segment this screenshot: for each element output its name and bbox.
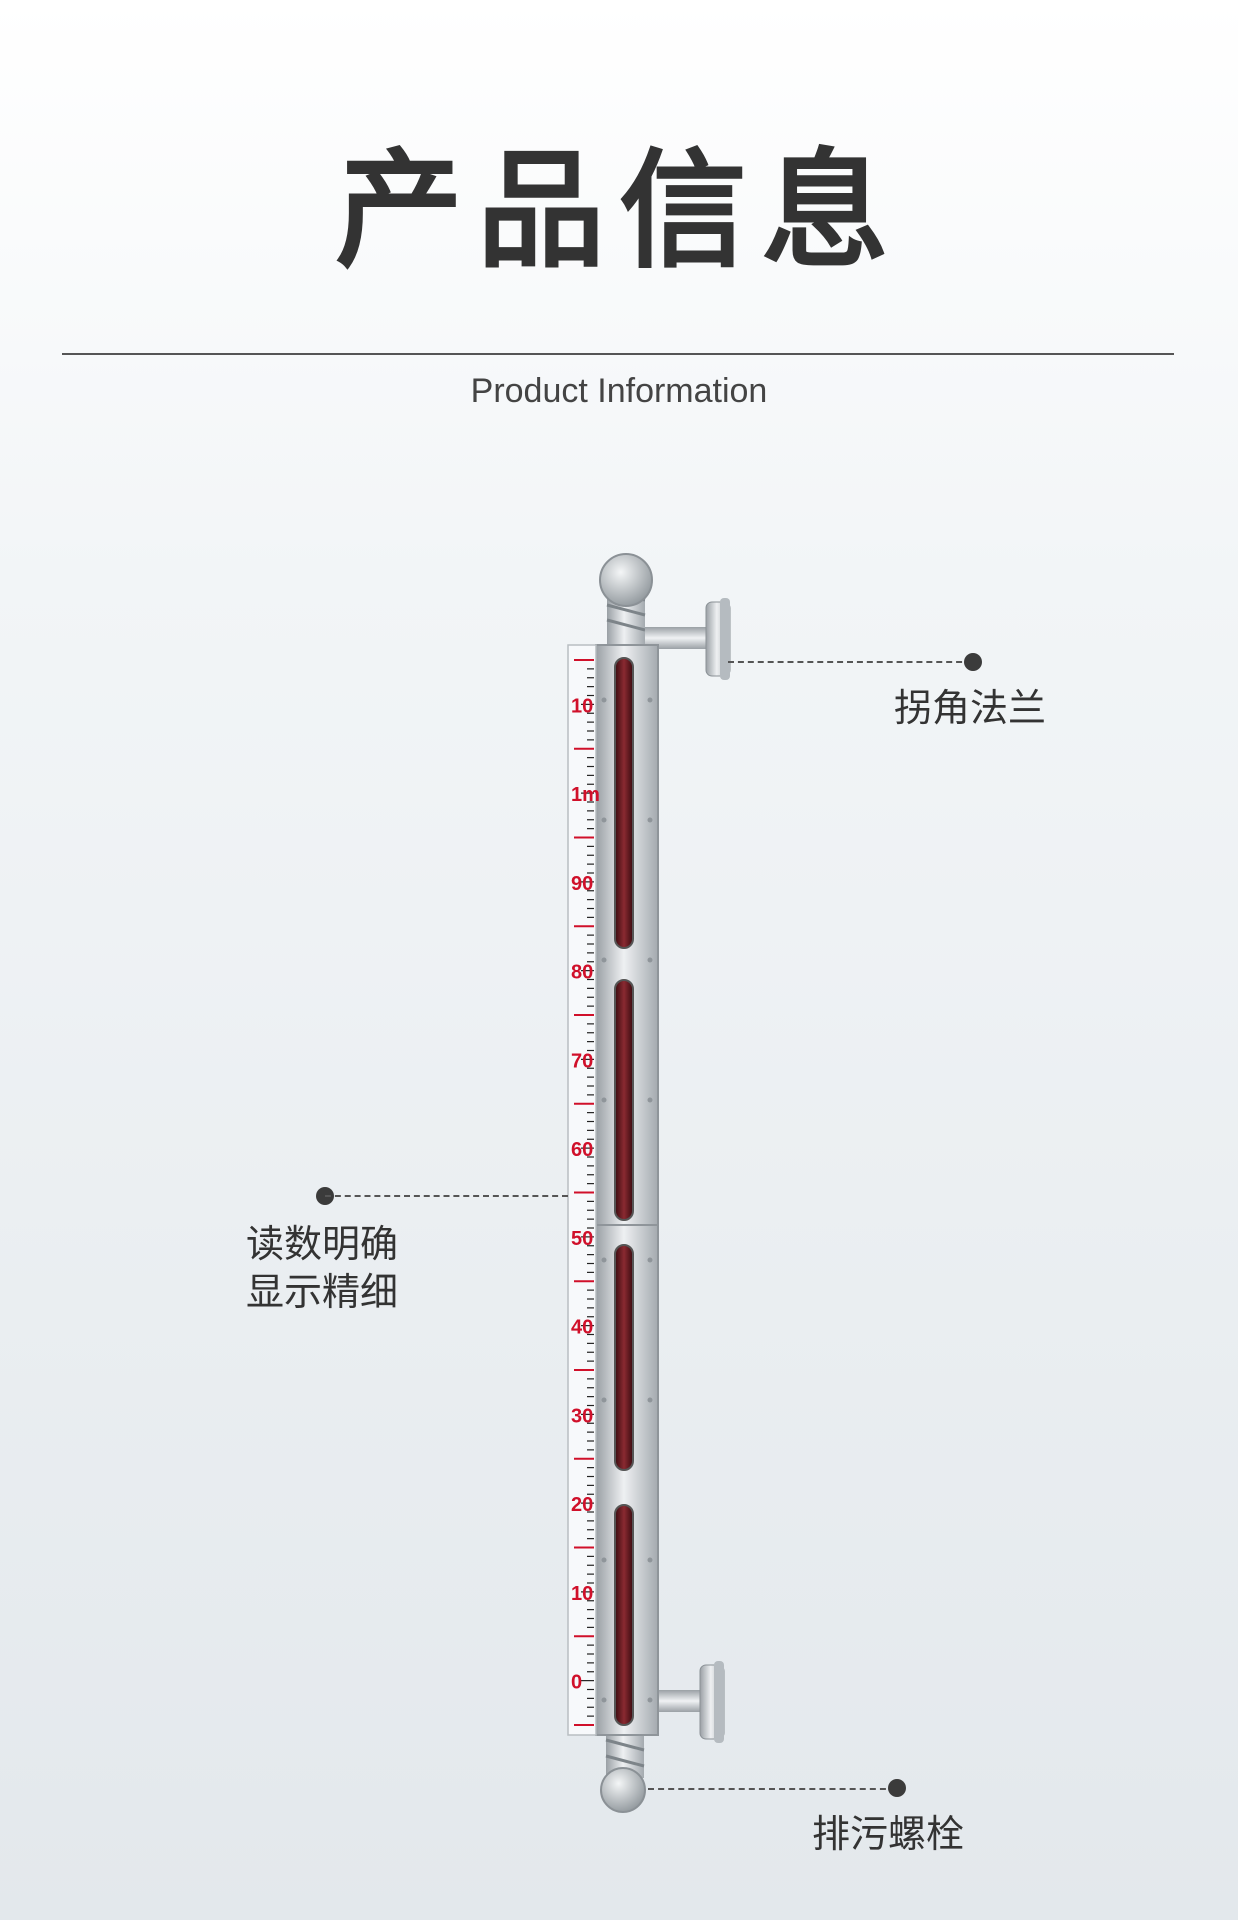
page-subtitle: Product Information [470,372,768,410]
scale-labels: 10 1m 90 80 70 60 50 40 30 20 10 0 [571,695,600,1693]
drain-marker-dot [888,1779,906,1797]
drain-leader-line [648,1788,896,1790]
scale-label: 40 [571,1317,593,1339]
reading-label-line2: 显示精细 [246,1270,399,1314]
scale-label: 1m [571,784,600,806]
scale-label: 0 [571,1672,582,1694]
flange-leader-line [728,661,972,663]
scale-label: 50 [571,1228,593,1250]
reading-leader-line [325,1195,568,1197]
scale-label: 10 [571,695,593,717]
upper-angle-flange [645,598,731,680]
scale-label: 70 [571,1050,593,1072]
drain-label: 排污螺栓 [812,1812,965,1856]
page-title: 产品信息 [334,137,903,286]
lower-angle-flange [645,1661,725,1743]
scale-label: 30 [571,1405,593,1427]
flange-label: 拐角法兰 [894,686,1047,730]
scale-label: 90 [571,873,593,895]
scale-label: 60 [571,1139,593,1161]
scale-label: 80 [571,962,593,984]
scale-ruler [567,644,597,1736]
top-cap [599,553,653,645]
scale-label: 10 [571,1583,593,1605]
flange-marker-dot [964,653,982,671]
frame-rivets [601,697,653,1703]
scale-label: 20 [571,1494,593,1516]
title-divider [62,353,1174,355]
scale-ticks [574,659,594,1726]
indicator-windows [614,657,634,1726]
drain-bolt [600,1730,646,1813]
reading-label-line1: 读数明确 [246,1222,399,1266]
